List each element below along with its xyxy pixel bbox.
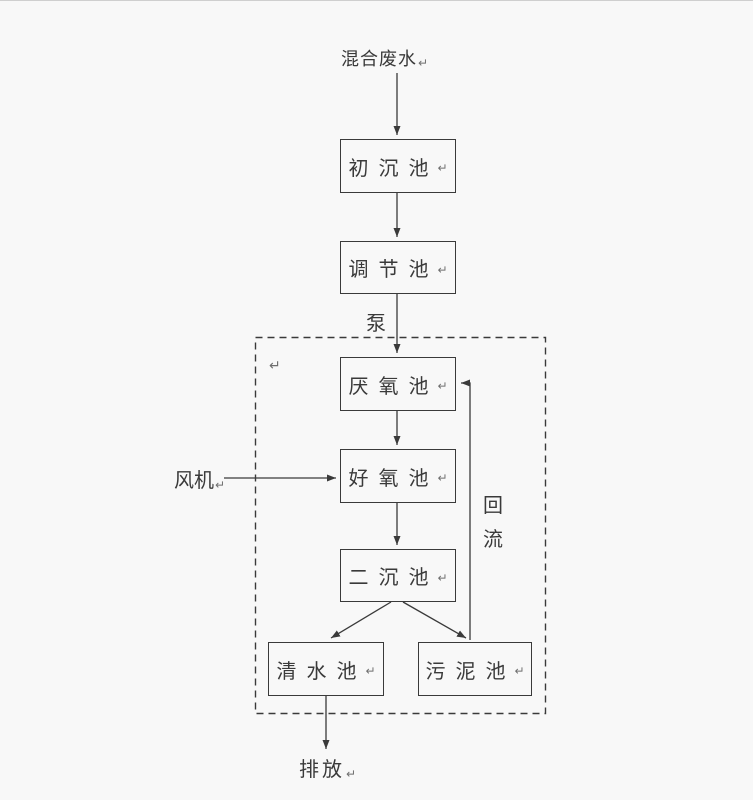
return-mark-icon: ↵ bbox=[437, 161, 448, 175]
return-mark-icon: ↵ bbox=[437, 471, 448, 485]
return-mark-icon: ↵ bbox=[437, 570, 448, 585]
node-label: 二沉池 bbox=[348, 567, 439, 589]
pump-label: 泵 bbox=[366, 313, 386, 335]
node-label: 调节池 bbox=[348, 259, 439, 281]
node-label: 污泥池 bbox=[425, 660, 516, 683]
node-regulation-tank: 调节池↵ bbox=[340, 241, 456, 294]
discharge-label: 排放↵ bbox=[299, 753, 359, 782]
fan-label-text: 风机 bbox=[174, 470, 214, 492]
node-label: 初沉池 bbox=[348, 157, 439, 180]
discharge-label-text: 排放 bbox=[299, 759, 345, 781]
system-boundary-dashed-box bbox=[254, 336, 547, 715]
return-mark-icon: ↵ bbox=[215, 478, 226, 492]
reflux-label-char-1: 回 bbox=[483, 495, 503, 517]
return-mark-icon: ↵ bbox=[365, 664, 376, 678]
node-secondary-sedimentation-tank: 二沉池↵ bbox=[340, 549, 456, 602]
reflux-label-char-2: 流 bbox=[483, 529, 503, 551]
node-aerobic-tank: 好氧池↵ bbox=[340, 449, 456, 503]
return-mark-icon: ↵ bbox=[418, 56, 430, 70]
return-mark-icon: ↵ bbox=[269, 357, 281, 373]
return-mark-icon: ↵ bbox=[437, 262, 448, 277]
node-clean-water-tank: 清水池↵ bbox=[268, 642, 384, 696]
arrow-secondary-to-cleanwater bbox=[330, 601, 392, 639]
source-label: 混合废水↵ bbox=[341, 45, 429, 71]
source-label-text: 混合废水 bbox=[341, 49, 417, 69]
node-label: 清水池 bbox=[276, 660, 367, 683]
arrow-secondary-to-sludge bbox=[402, 601, 467, 639]
node-anaerobic-tank: 厌氧池↵ bbox=[340, 357, 456, 411]
return-mark-icon: ↵ bbox=[514, 664, 525, 678]
return-mark-icon: ↵ bbox=[437, 379, 448, 393]
node-label: 厌氧池 bbox=[348, 375, 439, 398]
fan-label: 风机↵ bbox=[174, 464, 225, 493]
node-label: 好氧池 bbox=[348, 467, 439, 490]
node-primary-sedimentation-tank: 初沉池↵ bbox=[340, 139, 456, 193]
node-sludge-tank: 污泥池↵ bbox=[418, 642, 532, 696]
return-mark-icon: ↵ bbox=[346, 767, 360, 781]
arrow-reflux-sludge-to-anaerobic bbox=[461, 379, 471, 640]
